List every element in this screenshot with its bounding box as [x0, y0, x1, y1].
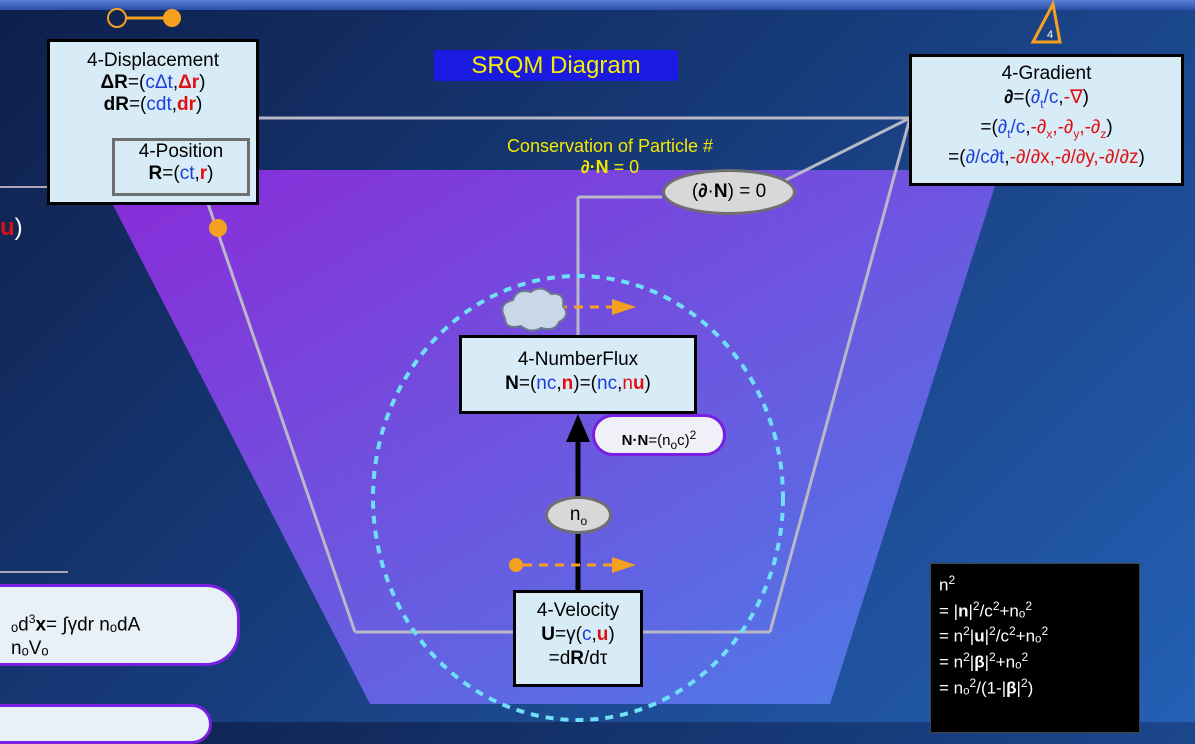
link-icon [107, 8, 127, 28]
diagram-canvas: 4 [0, 0, 1062, 722]
numberflux-label: 4-NumberFlux [517, 349, 639, 370]
cloud-icon [501, 287, 568, 332]
diagram-title: SRQM Diagram [434, 50, 678, 81]
position-label: 4-Position [138, 141, 224, 162]
line-gradient-velocity [768, 117, 912, 633]
line-displacement-velocity [203, 194, 357, 633]
gradient-box: 4-Gradient ∂=(∂t/c,-∇) =(∂t/c,-∂x,-∂y,-∂… [909, 54, 1184, 186]
density-equations-box: n2 = |n|2/c2+nₒ2 = n2|u|2/c2+nₒ2 = n2|β|… [930, 563, 1140, 733]
conservation-line1: Conservation of Particle # [506, 136, 714, 156]
gradient-label: 4-Gradient [1001, 63, 1092, 84]
conservation-label: Conservation of Particle # ∂·N = 0 [470, 136, 750, 178]
invariant-pill: N·N=(noc)2 [592, 414, 726, 456]
velocity-box: 4-Velocity U=γ(c,u) =dR/dτ [513, 590, 643, 687]
triangle-icon [1030, 0, 1062, 44]
background-trapezoid [95, 170, 1000, 704]
orange-dot [209, 219, 227, 237]
numberflux-box: 4-NumberFlux N=(nc,n)=(nc,nu) [459, 335, 697, 414]
conservation-line2: ∂·N = 0 [580, 157, 640, 177]
position-box: 4-Position R=(ct,r) [112, 138, 250, 196]
line-gradient-divergence [779, 116, 911, 185]
left-bottom-pill [0, 704, 212, 744]
left-integral-pill: ₒd3x= ∫γdr nₒdA nₒVₒ [0, 584, 240, 666]
svg-text:4: 4 [1047, 29, 1053, 41]
velocity-label: 4-Velocity [536, 600, 620, 621]
displacement-label: 4-Displacement [87, 50, 219, 71]
top-bar [0, 0, 1195, 10]
left-partial-text: u) [0, 214, 23, 241]
displacement-box: 4-Displacement ΔR=(cΔt,Δr) dR=(cdt,dr) 4… [47, 39, 259, 205]
rest-density-oval: no [545, 496, 612, 534]
rest-frame-ellipse [371, 274, 785, 722]
divergence-oval: (∂·N) = 0 [662, 169, 796, 215]
